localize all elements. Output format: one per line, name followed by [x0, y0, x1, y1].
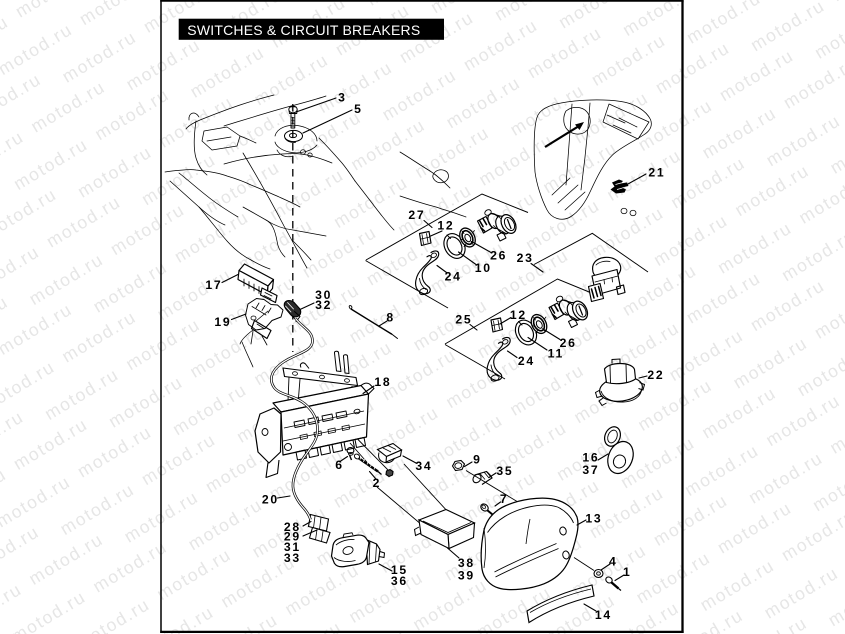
- svg-text:15: 15: [391, 563, 408, 577]
- svg-text:36: 36: [391, 574, 408, 588]
- svg-text:9: 9: [473, 453, 482, 467]
- svg-text:25: 25: [455, 312, 472, 326]
- svg-text:SWITCHES & CIRCUIT BREAKERS: SWITCHES & CIRCUIT BREAKERS: [187, 22, 420, 38]
- svg-text:13: 13: [585, 511, 602, 525]
- svg-text:17: 17: [205, 278, 222, 292]
- svg-text:28: 28: [284, 520, 301, 534]
- svg-text:37: 37: [582, 463, 599, 477]
- svg-text:29: 29: [284, 530, 301, 544]
- svg-text:26: 26: [560, 336, 577, 350]
- svg-text:34: 34: [415, 459, 432, 473]
- svg-text:2: 2: [373, 476, 382, 490]
- svg-text:1: 1: [623, 565, 632, 579]
- svg-text:14: 14: [595, 608, 612, 622]
- svg-text:5: 5: [354, 102, 363, 116]
- svg-text:4: 4: [609, 554, 618, 568]
- svg-text:12: 12: [437, 218, 454, 232]
- svg-text:24: 24: [518, 354, 535, 368]
- svg-text:35: 35: [496, 464, 513, 478]
- svg-text:16: 16: [582, 450, 599, 464]
- svg-text:38: 38: [458, 556, 475, 570]
- svg-text:20: 20: [262, 492, 279, 506]
- svg-text:21: 21: [648, 165, 665, 179]
- svg-text:18: 18: [374, 375, 391, 389]
- svg-text:23: 23: [517, 251, 534, 265]
- svg-text:19: 19: [214, 315, 231, 329]
- svg-text:31: 31: [284, 540, 301, 554]
- svg-text:motod.ru: motod.ru: [828, 0, 845, 5]
- svg-text:33: 33: [284, 551, 301, 565]
- svg-text:3: 3: [338, 90, 347, 104]
- svg-text:27: 27: [408, 208, 425, 222]
- svg-text:24: 24: [445, 269, 462, 283]
- svg-text:10: 10: [475, 261, 492, 275]
- svg-text:26: 26: [490, 248, 507, 262]
- svg-text:32: 32: [315, 298, 332, 312]
- svg-text:11: 11: [548, 346, 564, 360]
- svg-text:12: 12: [510, 308, 527, 322]
- svg-text:39: 39: [458, 568, 475, 582]
- svg-text:7: 7: [500, 492, 509, 506]
- svg-text:22: 22: [647, 368, 664, 382]
- svg-text:6: 6: [335, 458, 344, 472]
- svg-text:8: 8: [386, 310, 395, 324]
- svg-text:30: 30: [315, 288, 332, 302]
